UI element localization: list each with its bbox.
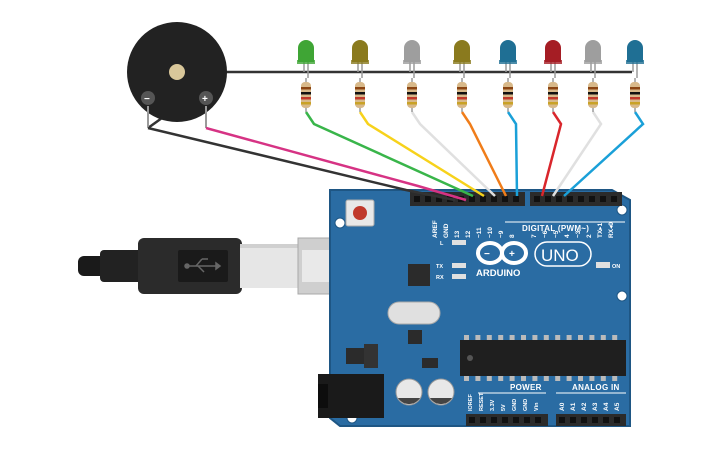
small-chip [408,330,422,344]
top-pin-label: ~11 [476,227,483,238]
power-pin-label: 3.3V [490,399,496,411]
power-pin-label: IOREF [468,394,474,411]
buzzer-ground-wire [147,126,456,202]
arduino-board: AREF GND 13 12 ~11 ~10 ~9 8 7 ~6 ~5 4 ~3 2 TX▸1 RX◂0 DI… [318,189,631,427]
led-signal-wire [460,111,508,197]
resistor [355,78,365,112]
led [404,40,420,62]
reset-button[interactable] [345,199,375,227]
led-assembly [544,40,562,112]
top-pin-label: 2 [586,234,593,238]
led [352,40,368,62]
status-leds: L TX RX ON [436,240,620,281]
led-signal-wire [540,111,563,197]
top-pin-label: 7 [531,234,538,238]
arduino-logo: − + ARDUINO UNO [476,241,592,279]
led [500,40,516,62]
led [627,40,643,62]
resistor [407,78,417,112]
led [585,40,601,62]
led [545,40,561,62]
analog-pin-label: A1 [570,402,577,411]
piezo-buzzer: − + [127,22,227,128]
led-assembly [499,40,517,112]
led-signal-wire [563,111,645,197]
power-pin-label: GND [512,399,518,411]
led-signal-wire [551,111,603,197]
model-label: UNO [541,246,579,265]
brand-label: ARDUINO [476,268,520,279]
power-pin-label: GND [523,399,529,411]
buzzer-minus-label: − [144,94,150,105]
top-pin-label: 12 [465,230,472,238]
top-pin-label: TX▸1 [597,222,604,238]
svg-text:+: + [509,249,515,260]
small-transistor [422,358,438,368]
led-l-label: L [440,241,444,247]
led [298,40,314,62]
resistor [301,78,311,112]
usb-symbol-icon [184,258,222,273]
resistor [588,78,598,112]
top-pin-label: ~3 [575,230,582,238]
led-signal-wire [304,111,474,198]
analog-pin-label: A3 [592,402,599,411]
top-pin-label: 8 [509,234,516,238]
led-signal-wire [410,111,496,197]
power-pin-label: RESET [479,392,485,411]
buzzer-signal-wire [205,126,467,202]
led-assembly [453,40,471,112]
top-pin-label: RX◂0 [608,222,615,238]
analog-pin-label: A0 [559,402,566,411]
power-jack [318,374,384,418]
resistor [548,78,558,112]
top-pin-labels: AREF GND 13 12 ~11 ~10 ~9 8 7 ~6 ~5 4 ~3 2 TX▸1 RX◂0 [432,220,615,238]
usb-chip [408,264,430,286]
led [454,40,470,62]
led-assembly [626,40,644,112]
resistor [630,78,640,112]
svg-text:−: − [484,249,490,260]
resistor [457,78,467,112]
led-assembly [351,40,369,112]
top-pin-label: AREF [432,220,439,238]
led-rx-label: RX [436,275,444,281]
digital-section-label: DIGITAL (PWM~) [522,224,589,233]
analog-pin-label: A2 [581,402,588,411]
led-signal-wire [506,111,519,197]
infinity-logo-icon [476,241,528,265]
led-assembly [403,40,421,112]
bottom-pin-labels: IOREF RESET 3.3V 5V GND GND Vin A0 A1 A2 A3 A4 A5 [468,392,621,411]
top-pin-label: ~10 [487,227,494,238]
led-signal-wire [358,111,485,198]
atmega-chip [460,335,626,381]
buzzer-plus-label: + [202,94,208,105]
power-pin-label: Vin [534,402,540,411]
power-pin-label: 5V [501,404,507,411]
capacitors [395,378,455,406]
top-pin-label: GND [443,223,450,238]
led-on-label: ON [612,264,620,270]
power-section-label: POWER [510,383,542,392]
crystal [387,301,441,325]
analog-pin-label: A4 [603,402,610,411]
analog-section-label: ANALOG IN [572,383,620,392]
top-pin-label: ~9 [498,230,505,238]
voltage-regulator [346,344,378,368]
analog-pin-label: A5 [614,402,621,411]
top-pin-label: ~5 [553,230,560,238]
resistor [503,78,513,112]
led-assembly [297,40,315,112]
led-tx-label: TX [436,264,443,270]
top-pin-label: 13 [454,230,461,238]
top-pin-label: ~6 [542,230,549,238]
led-assembly [584,40,602,112]
top-pin-label: 4 [564,234,571,238]
